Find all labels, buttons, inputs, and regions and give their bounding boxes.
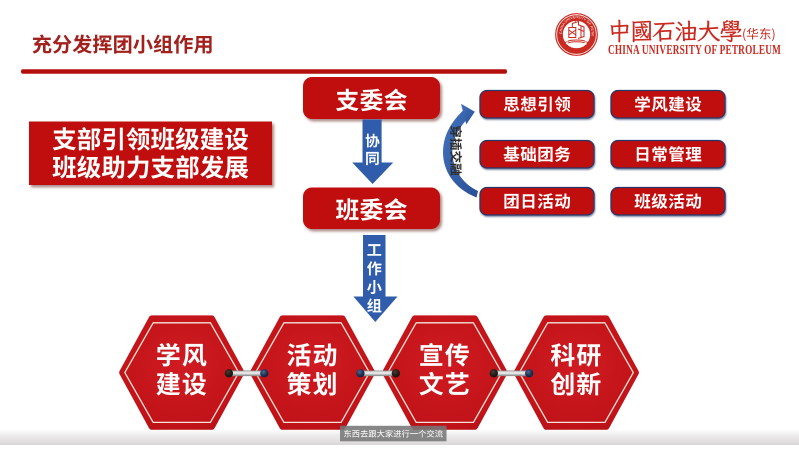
svg-text:CHINA UNIVERSITY OF PETROLEUM: CHINA UNIVERSITY OF PETROLEUM [0,0,595,37]
